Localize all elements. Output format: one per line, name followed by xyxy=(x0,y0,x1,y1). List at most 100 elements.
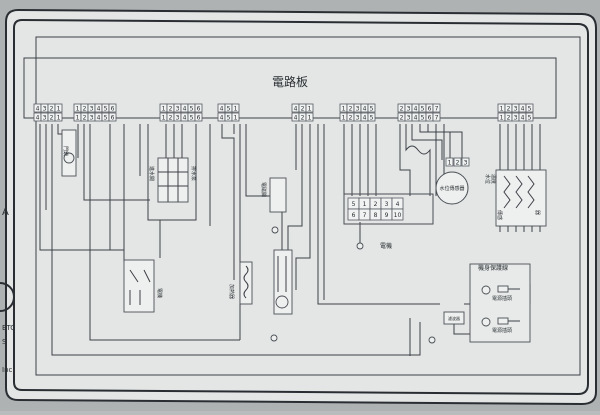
legend-box: 機身保護線 電源插頭 電源插頭 xyxy=(469,263,531,343)
j7-top-pin-label: 2 xyxy=(400,105,404,112)
terminal-cell-label: 6 xyxy=(352,212,356,219)
right-sensor-label-1: 水位 xyxy=(484,174,491,184)
edge-text-a: A xyxy=(2,207,9,218)
j4-bottom-pin xyxy=(231,112,240,122)
j2-bottom-pin-label: 4 xyxy=(97,114,101,121)
j4-top-pin-label: 5 xyxy=(227,105,231,112)
j4-bottom-pin-label: 5 xyxy=(227,114,231,121)
j7-top-pin-label: 5 xyxy=(421,105,425,112)
j6-top-pin xyxy=(367,103,376,113)
j3-bottom-pin-label: 2 xyxy=(169,114,173,121)
small-block-pin-label: 2 xyxy=(456,159,460,166)
ground-icon xyxy=(270,334,278,342)
j5-top-pin-label: 1 xyxy=(308,105,312,112)
j1-top-pin-label: 2 xyxy=(50,105,54,112)
ground-icon xyxy=(428,336,436,344)
water-level-sensor-label: 水位傳感器 xyxy=(439,185,464,192)
small-block-pin-label: 1 xyxy=(448,159,452,166)
j5-top-pin xyxy=(305,103,314,113)
pump-motor-icon xyxy=(275,295,289,309)
j7-top-pin-label: 4 xyxy=(414,105,418,112)
j8-top-pin-label: 5 xyxy=(528,105,532,112)
j2-bottom-pin-label: 5 xyxy=(104,114,108,121)
certification-logo-fragment xyxy=(0,282,15,312)
inner-frame xyxy=(13,18,589,396)
heater-label: 加熱器 xyxy=(228,284,235,299)
j2-top-pin xyxy=(108,103,117,113)
j7-bottom-pin-label: 6 xyxy=(428,114,432,121)
right-sensor-label-2: 溫度 xyxy=(490,174,497,184)
j1-bottom-pin-label: 2 xyxy=(50,114,54,121)
door-lock-label: 門鎖 xyxy=(62,146,69,156)
j6-top-pin-label: 5 xyxy=(370,105,374,112)
plug-icon-2 xyxy=(497,317,509,325)
j7-top-pin xyxy=(432,103,441,113)
j7-bottom-pin-label: 4 xyxy=(414,114,418,121)
drain-pump-label: 排水泵 xyxy=(190,166,197,181)
door-lock-symbol-icon xyxy=(63,152,75,164)
j8-top-pin-label: 3 xyxy=(514,105,518,112)
j1-bottom-pin-label: 4 xyxy=(36,114,40,121)
j2-bottom-pin-label: 3 xyxy=(90,114,94,121)
valve-pump-motor-block xyxy=(157,157,189,203)
j3-top-pin-label: 6 xyxy=(197,105,201,112)
solenoid-valve xyxy=(269,177,287,213)
filter-box xyxy=(443,311,465,325)
j3-bottom-pin-label: 5 xyxy=(190,114,194,121)
circuit-board-title: 電路板 xyxy=(272,74,308,89)
j3-top-pin-label: 3 xyxy=(176,105,180,112)
filter-box-label: 濾波器 xyxy=(448,315,460,321)
relay-switch-block xyxy=(123,259,155,313)
j8-top-pin-label: 4 xyxy=(521,105,525,112)
j1-top-pin-label: 1 xyxy=(57,105,61,112)
j3-bottom-pin-label: 3 xyxy=(176,114,180,121)
inlet-valve-label: 進水閥 xyxy=(148,166,155,181)
j5-bottom-pin xyxy=(305,112,314,122)
terminal-cell-label: 2 xyxy=(374,201,378,208)
j2-top-pin-label: 2 xyxy=(83,105,87,112)
ground-main-label: 電機 xyxy=(380,242,392,250)
small-block-pin xyxy=(461,157,470,167)
j6-bottom-pin-label: 1 xyxy=(342,114,346,121)
j6-bottom-pin xyxy=(367,112,376,122)
water-level-sensor xyxy=(435,171,469,205)
j2-bottom-pin-label: 1 xyxy=(76,114,80,121)
small-block-pin xyxy=(453,157,462,167)
j8-bottom-pin-label: 4 xyxy=(521,114,525,121)
j2-top-pin-label: 3 xyxy=(90,105,94,112)
j3-bottom-pin-label: 6 xyxy=(197,114,201,121)
edge-text-etc: ETC xyxy=(2,324,15,332)
j7-bottom-pin-label: 2 xyxy=(400,114,404,121)
j7-top-pin-label: 6 xyxy=(428,105,432,112)
j6-top-pin-label: 4 xyxy=(363,105,367,112)
terminal-cell-label: 1 xyxy=(363,201,367,208)
j3-bottom-pin-label: 4 xyxy=(183,114,187,121)
plug-icon xyxy=(497,285,509,293)
j8-bottom-pin xyxy=(525,112,534,122)
j1-bottom-pin-label: 3 xyxy=(43,114,47,121)
j3-bottom-pin xyxy=(194,112,203,122)
j1-bottom-pin xyxy=(54,112,63,122)
ground-icon xyxy=(271,226,279,234)
legend-title: 機身保護線 xyxy=(478,264,508,272)
j7-bottom-pin-label: 7 xyxy=(435,114,439,121)
right-sensor-label-4: 器 xyxy=(534,210,540,215)
terminal-cell-label: 10 xyxy=(394,212,402,219)
j4-top-pin xyxy=(231,103,240,113)
j8-bottom-pin-label: 2 xyxy=(507,114,511,121)
j5-bottom-pin-label: 4 xyxy=(294,114,298,121)
j1-top-pin xyxy=(54,103,63,113)
j3-top-pin-label: 5 xyxy=(190,105,194,112)
j6-bottom-pin-label: 4 xyxy=(363,114,367,121)
j2-bottom-pin-label: 2 xyxy=(83,114,87,121)
j3-top-pin-label: 1 xyxy=(162,105,166,112)
j4-bottom-pin-label: 1 xyxy=(234,114,238,121)
j2-top-pin-label: 4 xyxy=(97,105,101,112)
j6-bottom-pin-label: 5 xyxy=(370,114,374,121)
small-block-pin-label: 3 xyxy=(464,159,468,166)
j4-bottom-pin-label: 4 xyxy=(220,114,224,121)
small-block-pin xyxy=(445,157,454,167)
terminal-cell-label: 4 xyxy=(396,201,400,208)
